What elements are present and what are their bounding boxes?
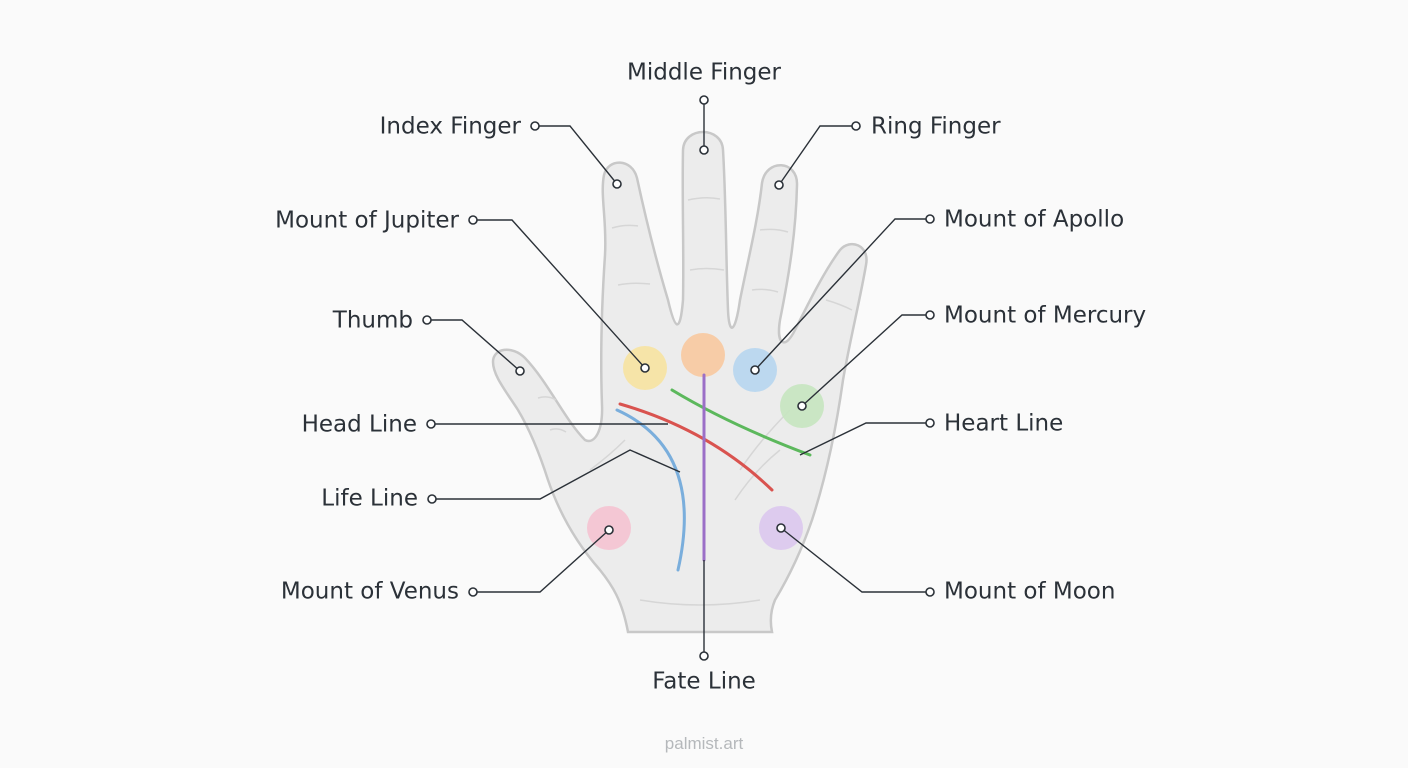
label-heart-line: Heart Line — [944, 410, 1064, 437]
dot — [426, 419, 436, 429]
leader-index-finger — [535, 125, 618, 185]
leader-mount-apollo — [754, 218, 930, 371]
dot — [797, 401, 807, 411]
dot — [468, 215, 478, 225]
dot — [427, 494, 437, 504]
leader-ring-finger — [778, 125, 856, 186]
leader-mount-mercury — [801, 314, 930, 407]
leader-lines — [427, 100, 930, 656]
leader-mount-moon — [780, 527, 930, 593]
label-thumb: Thumb — [332, 307, 413, 334]
dot — [468, 587, 478, 597]
label-middle-finger: Middle Finger — [626, 59, 782, 86]
dot — [925, 310, 935, 320]
dot — [776, 523, 786, 533]
label-fate-line: Fate Line — [652, 668, 756, 695]
dot — [699, 95, 709, 105]
label-index-finger: Index Finger — [379, 113, 521, 140]
palm-lines — [615, 373, 812, 572]
mount-saturn-marker — [681, 333, 725, 377]
dot — [699, 145, 709, 155]
leader-endpoints — [422, 95, 935, 661]
dot — [640, 363, 650, 373]
label-ring-finger: Ring Finger — [871, 113, 1001, 140]
dot — [750, 365, 760, 375]
dot — [925, 587, 935, 597]
leader-heart-line — [799, 422, 930, 456]
label-mount-jupiter: Mount of Jupiter — [275, 207, 459, 234]
label-life-line: Life Line — [321, 485, 418, 512]
dot — [612, 179, 622, 189]
dot — [925, 214, 935, 224]
heart-line-stroke — [670, 388, 812, 457]
label-head-line: Head Line — [301, 411, 417, 438]
dot — [699, 651, 709, 661]
site-watermark: palmist.art — [664, 734, 744, 753]
dot — [851, 121, 861, 131]
dot — [604, 525, 614, 535]
dot — [530, 121, 540, 131]
dot — [515, 366, 525, 376]
dot — [774, 180, 784, 190]
leader-mount-jupiter — [473, 219, 646, 369]
dot — [925, 418, 935, 428]
label-mount-apollo: Mount of Apollo — [944, 206, 1125, 233]
label-mount-mercury: Mount of Mercury — [944, 302, 1147, 329]
label-mount-venus: Mount of Venus — [280, 578, 459, 605]
label-mount-moon: Mount of Moon — [944, 578, 1116, 605]
leader-thumb — [427, 319, 521, 372]
hand-outline — [491, 130, 868, 634]
leader-mount-venus — [473, 529, 610, 593]
dot — [422, 315, 432, 325]
leader-life-line — [432, 449, 681, 500]
